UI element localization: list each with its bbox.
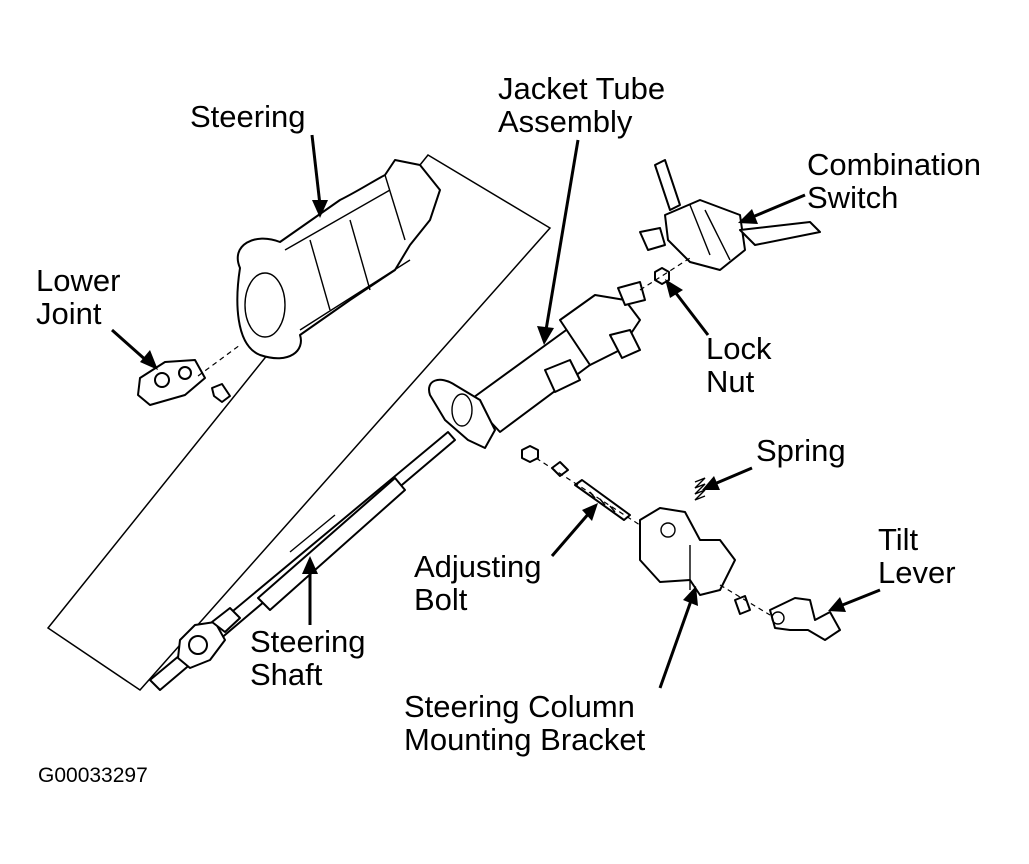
label-lock-nut: Lock Nut [706, 332, 771, 398]
label-adjusting-bolt-line2: Bolt [414, 582, 468, 617]
label-steering-shaft-line2: Shaft [250, 657, 323, 692]
label-steering: Steering [190, 100, 305, 133]
spring [694, 477, 706, 501]
label-lower-joint-line2: Joint [36, 296, 102, 331]
label-lock-nut-line2: Nut [706, 364, 755, 399]
combination-switch [639, 159, 821, 271]
leader-arrows [111, 134, 881, 689]
label-lower-joint-line1: Lower [36, 263, 121, 298]
label-adjusting-bolt-line1: Adjusting [414, 549, 542, 584]
label-steering-line1: Steering [190, 99, 306, 134]
label-adjusting-bolt: Adjusting Bolt [414, 550, 542, 616]
lock-nut [639, 257, 691, 291]
steering-shaft [149, 431, 456, 691]
label-combination-switch-line1: Combination [807, 147, 982, 182]
mounting-bracket [639, 507, 736, 596]
label-tilt-lever: Tilt Lever [878, 523, 956, 589]
label-tilt-lever-line2: Lever [878, 555, 956, 590]
label-jacket-tube-assembly: Jacket Tube Assembly [498, 72, 665, 138]
label-mounting-bracket-line2: Mounting Bracket [404, 722, 646, 757]
jacket-tube [428, 281, 646, 449]
label-lower-joint: Lower Joint [36, 264, 120, 330]
label-mounting-bracket: Steering Column Mounting Bracket [404, 690, 645, 756]
lower-joint [137, 344, 241, 406]
label-jacket-tube-line2: Assembly [498, 104, 633, 139]
label-jacket-tube-line1: Jacket Tube [498, 71, 666, 106]
label-tilt-lever-line1: Tilt [878, 522, 919, 557]
tilt-lever [719, 584, 841, 641]
label-lock-nut-line1: Lock [706, 331, 772, 366]
label-steering-shaft: Steering Shaft [250, 625, 365, 691]
label-steering-shaft-line1: Steering [250, 624, 366, 659]
label-combination-switch: Combination Switch [807, 148, 981, 214]
label-combination-switch-line2: Switch [807, 180, 899, 215]
label-spring-line1: Spring [756, 433, 846, 468]
label-mounting-bracket-line1: Steering Column [404, 689, 635, 724]
figure-code: G00033297 [38, 764, 148, 787]
steering-boot [236, 159, 441, 360]
label-spring: Spring [756, 434, 846, 467]
adjusting-bolt [521, 445, 641, 526]
group-frame [46, 154, 552, 691]
